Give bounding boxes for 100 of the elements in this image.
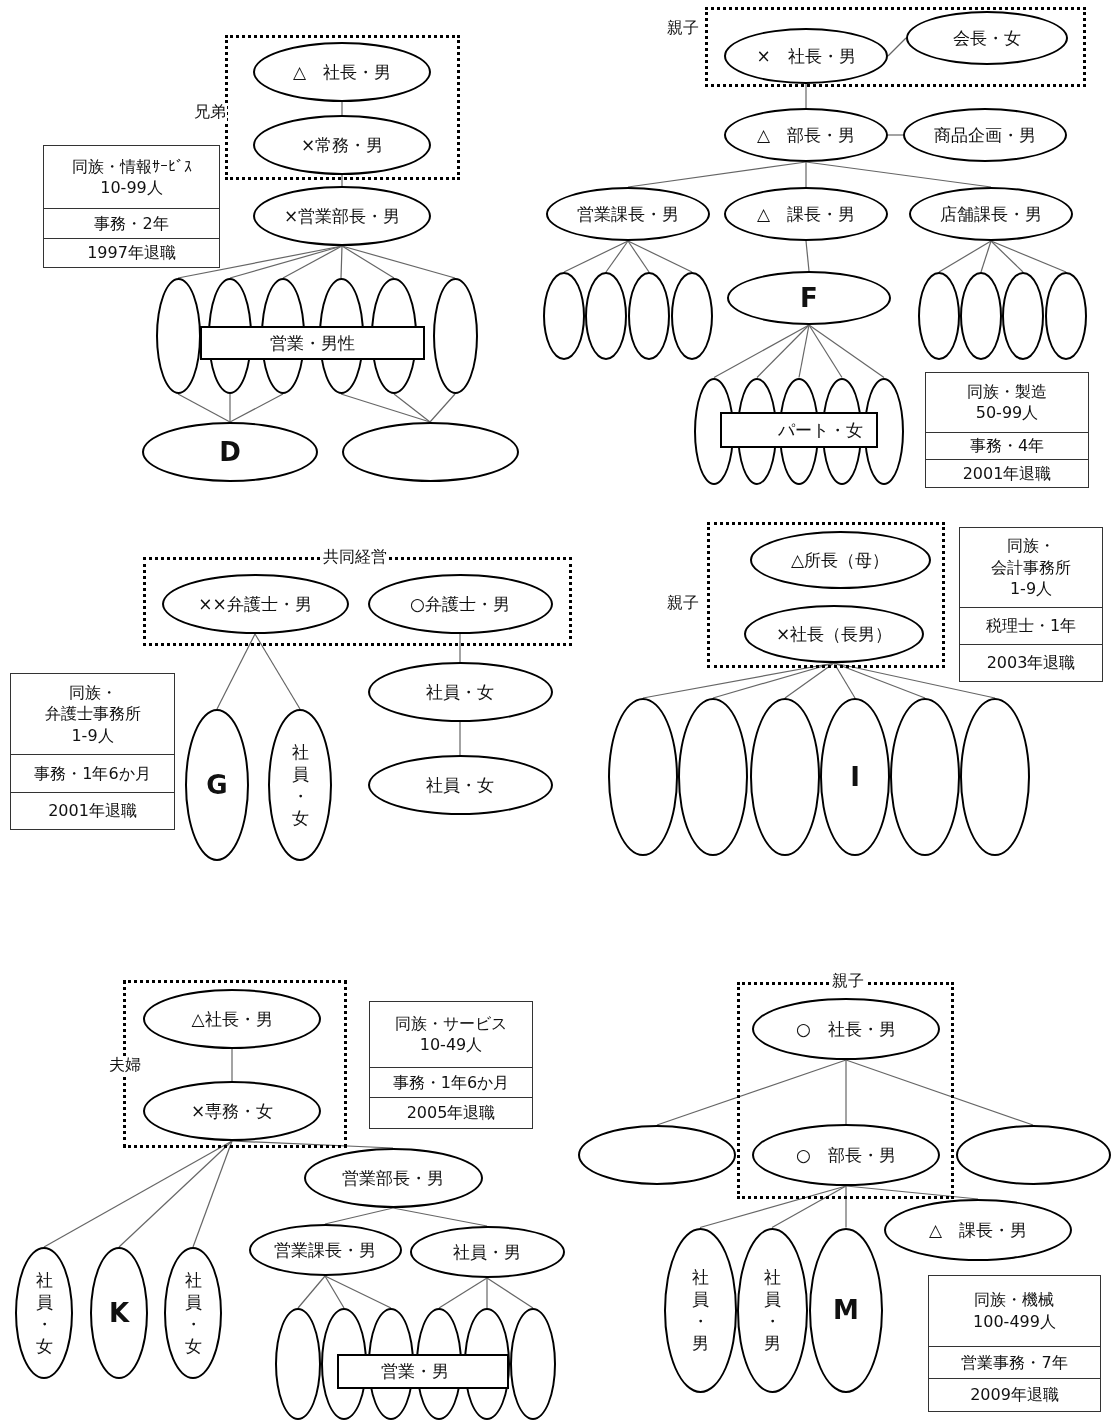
connector-line xyxy=(845,1059,1034,1126)
connector-line xyxy=(845,1185,979,1200)
connector-line xyxy=(627,240,693,273)
connector-line xyxy=(980,240,992,273)
table-cell: 事務・1年6か月 xyxy=(370,1066,532,1098)
table-cell: 税理士・1年 xyxy=(960,607,1102,645)
position-ellipse: 社員・男 xyxy=(663,1227,737,1393)
connector-line xyxy=(392,1207,488,1227)
table-cell-text: 同族・サービス10-49人 xyxy=(394,1012,508,1057)
position-ellipse: ××弁護士・男 xyxy=(161,574,349,634)
label-box: 営業・男性 xyxy=(200,326,425,360)
connector-line xyxy=(798,324,810,379)
connector-line xyxy=(486,1277,488,1309)
connector-line xyxy=(699,1185,847,1229)
position-ellipse: 社員・女 xyxy=(268,709,332,861)
position-ellipse: 会長・女 xyxy=(906,11,1068,65)
relation-label: 兄弟 xyxy=(193,103,227,121)
position-ellipse: △所長（母） xyxy=(749,531,931,589)
table-cell: 事務・2年 xyxy=(44,208,219,238)
info-table xyxy=(43,145,220,268)
table-cell-text: 同族・情報ｻｰﾋﾞｽ10-99人 xyxy=(70,155,193,200)
label-box: 営業・男 xyxy=(337,1354,509,1389)
info-table xyxy=(928,1275,1101,1412)
relation-label: 夫婦 xyxy=(108,1056,142,1074)
relation-label: 共同経営 xyxy=(322,548,388,566)
position-ellipse: 社員・男 xyxy=(736,1227,808,1393)
connector-line xyxy=(605,240,629,273)
table-cell: 2003年退職 xyxy=(960,644,1102,681)
connector-line xyxy=(805,240,810,272)
letter-ellipse: D xyxy=(142,422,318,482)
connector-line xyxy=(627,240,650,273)
table-cell: 2001年退職 xyxy=(926,459,1088,487)
connector-line xyxy=(805,83,807,109)
info-table xyxy=(369,1001,533,1129)
position-ellipse: ×営業部長・男 xyxy=(253,186,431,246)
position-ellipse: 商品企画・男 xyxy=(903,108,1067,162)
connector-line xyxy=(805,161,992,188)
relation-label: 親子 xyxy=(666,19,700,37)
position-ellipse: 社員・女 xyxy=(15,1247,73,1379)
position-ellipse: ○ 部長・男 xyxy=(752,1124,940,1186)
position-ellipse: 店舗課長・男 xyxy=(909,187,1073,241)
position-ellipse: △ 部長・男 xyxy=(724,108,888,162)
empty-ellipse xyxy=(155,278,201,394)
table-cell-text: 同族・機械100-499人 xyxy=(972,1289,1057,1333)
connector-line xyxy=(845,1185,847,1229)
position-ellipse: ○弁護士・男 xyxy=(367,574,553,634)
connector-line xyxy=(282,245,343,279)
connector-line xyxy=(712,662,835,699)
table-cell: 営業事務・7年 xyxy=(929,1345,1100,1379)
connector-line xyxy=(340,245,343,279)
connector-line xyxy=(231,1048,233,1082)
connector-line xyxy=(563,240,629,273)
connector-line xyxy=(833,662,856,699)
letter-ellipse: M xyxy=(809,1227,883,1393)
info-table xyxy=(959,527,1103,682)
connector-line xyxy=(192,1140,233,1248)
position-ellipse: △ 課長・男 xyxy=(884,1199,1072,1261)
connector-line xyxy=(756,324,810,379)
connector-line xyxy=(784,662,835,699)
position-ellipse: × 社長・男 xyxy=(724,28,888,84)
table-cell: 1997年退職 xyxy=(44,237,219,267)
letter-ellipse: G xyxy=(185,709,249,861)
position-ellipse: 社員・女 xyxy=(164,1247,222,1379)
connector-line xyxy=(627,161,807,188)
position-ellipse: 営業部長・男 xyxy=(303,1148,483,1208)
connector-line xyxy=(229,393,231,423)
connector-line xyxy=(231,1140,394,1149)
connector-line xyxy=(459,633,461,663)
letter-ellipse: I xyxy=(820,698,890,856)
connector-line xyxy=(340,393,431,423)
connector-line xyxy=(713,324,810,379)
relation-label: 親子 xyxy=(666,594,700,612)
connector-line xyxy=(808,324,885,379)
connector-line xyxy=(177,393,231,423)
connector-line xyxy=(393,393,431,423)
connector-line xyxy=(438,1277,488,1309)
connector-line xyxy=(459,721,461,756)
info-table xyxy=(10,673,175,830)
table-cell-text: 同族・製造50-99人 xyxy=(966,380,1048,425)
connector-line xyxy=(118,1140,233,1248)
connector-line xyxy=(887,37,907,57)
connector-line xyxy=(990,240,1067,273)
connector-line xyxy=(887,134,904,136)
connector-line xyxy=(216,633,256,710)
connector-line xyxy=(771,1185,847,1229)
connector-line xyxy=(845,1059,847,1125)
letter-ellipse: K xyxy=(90,1247,148,1379)
empty-ellipse xyxy=(432,278,478,394)
position-ellipse: ×社長（長男） xyxy=(744,605,924,663)
position-ellipse: ×専務・女 xyxy=(143,1081,321,1141)
connector-line xyxy=(429,393,456,423)
table-cell-text: 同族・弁護士事務所1-9人 xyxy=(43,681,142,747)
position-ellipse: △ 社長・男 xyxy=(253,42,431,102)
position-ellipse: 営業課長・男 xyxy=(248,1224,402,1276)
position-ellipse: 社員・男 xyxy=(409,1226,565,1278)
position-ellipse: ○ 社長・男 xyxy=(752,998,940,1060)
connector-line xyxy=(297,1275,326,1309)
position-ellipse: △ 課長・男 xyxy=(724,187,888,241)
connector-line xyxy=(341,101,343,116)
position-ellipse: △社長・男 xyxy=(143,989,321,1049)
